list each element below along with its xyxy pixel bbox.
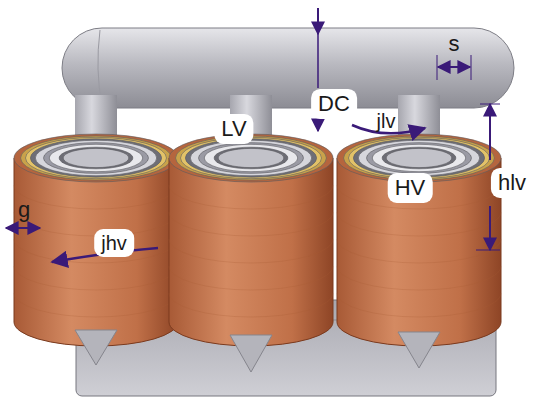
current-density-label: jhv	[94, 229, 134, 257]
spacing-dimension: s	[449, 32, 460, 56]
coil	[14, 134, 178, 346]
coil	[337, 134, 501, 346]
current-density-label: jlv	[377, 110, 396, 132]
winding-label: HV	[388, 173, 433, 203]
core-diameter-dimension: DC	[311, 89, 357, 119]
gap-dimension: g	[18, 198, 30, 222]
coil	[169, 134, 333, 346]
winding-label: LV	[214, 114, 253, 144]
height-dimension: hlv	[491, 168, 533, 198]
